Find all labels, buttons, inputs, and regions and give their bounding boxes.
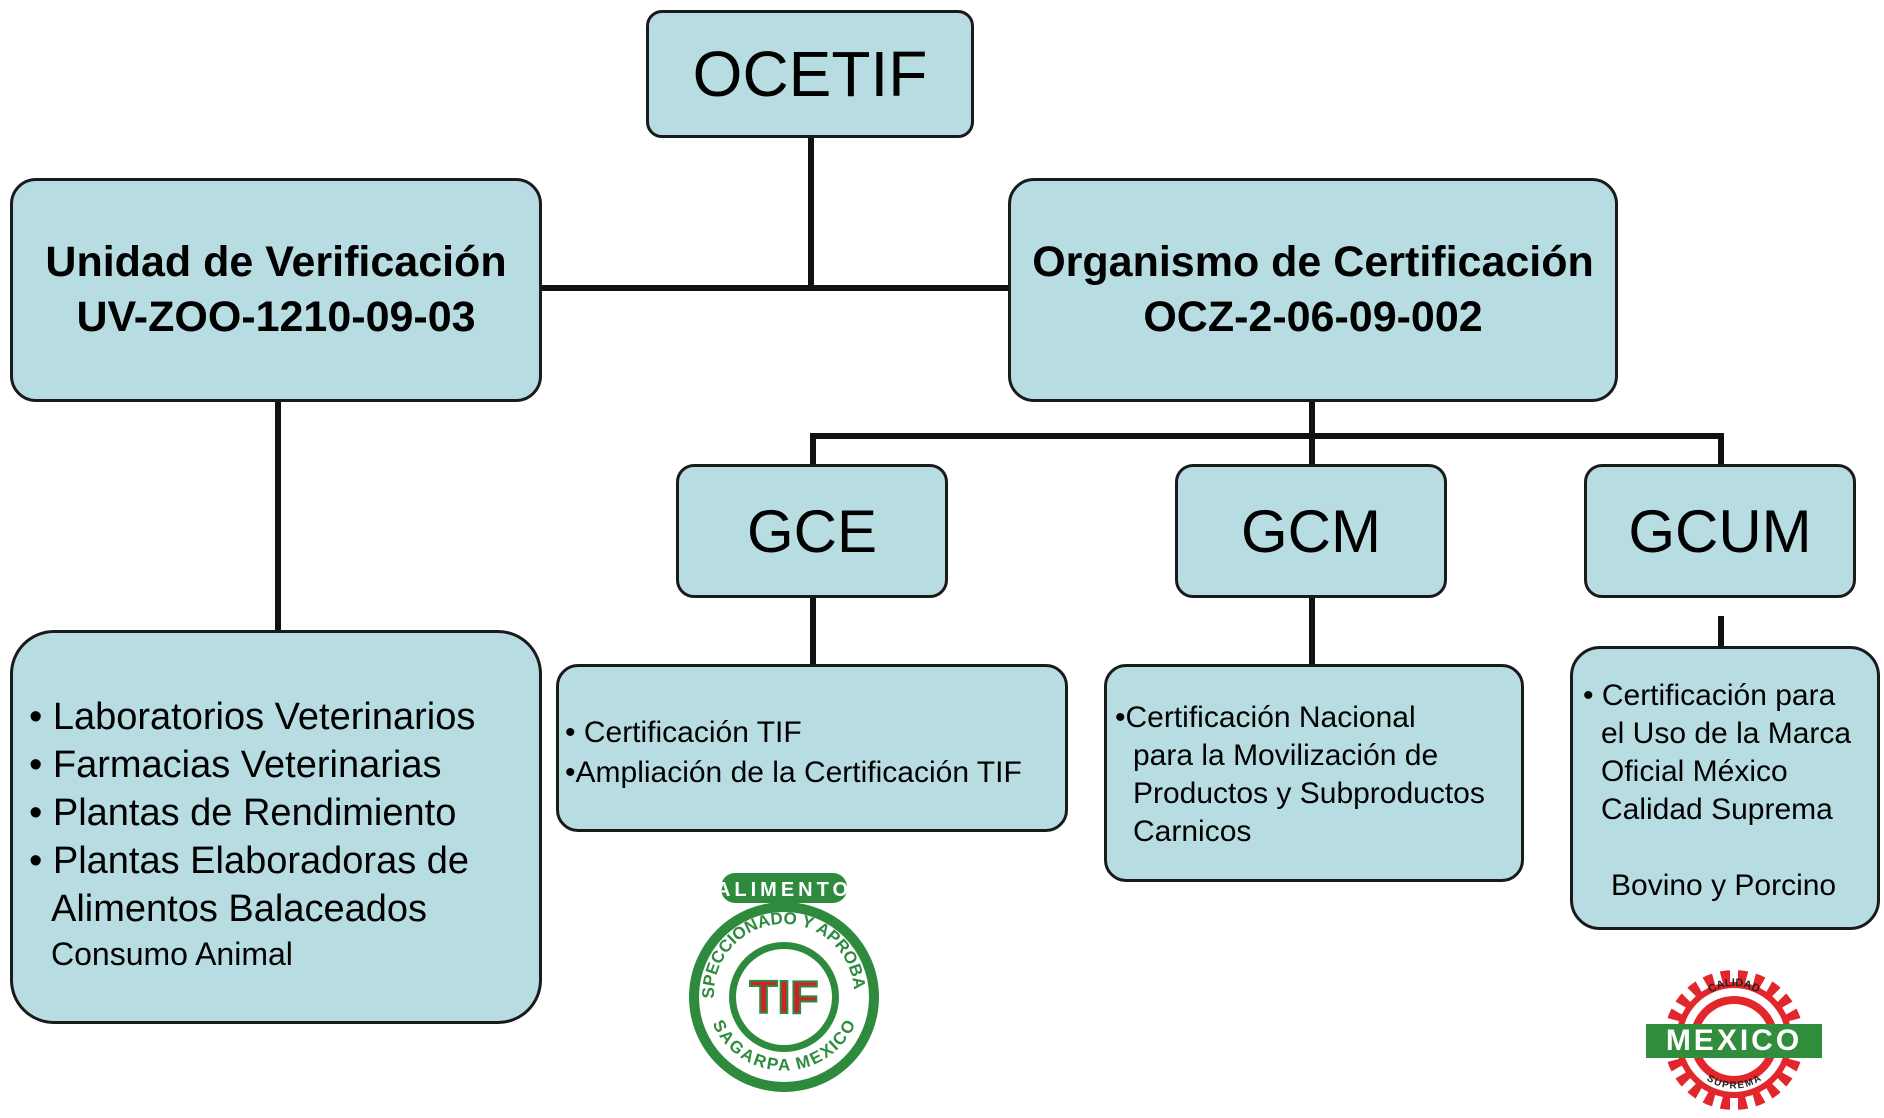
uv-box: Unidad de Verificación UV-ZOO-1210-09-03: [10, 178, 542, 402]
list-item-continuation: Alimentos Balaceados: [51, 888, 427, 930]
gcm-items-list: •Certificación Nacional para la Moviliza…: [1115, 699, 1485, 851]
connector-gcm-down: [1309, 598, 1315, 664]
gcum-items-list: • Certificación para el Uso de la Marca …: [1583, 677, 1851, 905]
connector-oc-down: [1309, 402, 1315, 438]
list-item-line: Calidad Suprema: [1601, 793, 1833, 826]
list-item: •Ampliación de la Certificación TIF: [565, 756, 1022, 789]
uv-items-list: • Laboratorios Veterinarios • Farmacias …: [29, 693, 475, 975]
connector-uv-oc: [540, 285, 1010, 291]
list-item: • Plantas de Rendimiento: [29, 792, 457, 834]
gce-box: GCE: [676, 464, 948, 598]
list-item: • Plantas Elaboradoras de: [29, 840, 470, 882]
svg-text:CALIDAD: CALIDAD: [1706, 977, 1762, 996]
gcum-box: GCUM: [1584, 464, 1856, 598]
gcum-items-box: • Certificación para el Uso de la Marca …: [1570, 646, 1880, 930]
list-item-note: Consumo Animal: [51, 936, 293, 972]
connector-branch-horizontal: [810, 433, 1724, 439]
oc-title: Organismo de Certificación: [1032, 238, 1594, 286]
list-item-line: para la Movilización de: [1133, 739, 1439, 772]
list-item-line: Carnicos: [1133, 815, 1252, 848]
uv-title: Unidad de Verificación: [45, 238, 507, 286]
gce-items-box: • Certificación TIF •Ampliación de la Ce…: [556, 664, 1068, 1092]
connector-gce-down: [810, 598, 816, 664]
connector-gcm-up: [1309, 433, 1315, 465]
oc-box: Organismo de Certificación OCZ-2-06-09-0…: [1008, 178, 1618, 402]
uv-items-box: • Laboratorios Veterinarios • Farmacias …: [10, 630, 542, 1024]
connector-root-down: [808, 136, 814, 290]
gcm-items-box: •Certificación Nacional para la Moviliza…: [1104, 664, 1524, 882]
gcum-label: GCUM: [1628, 497, 1812, 565]
root-label: OCETIF: [692, 38, 928, 110]
gce-items-list: • Certificación TIF •Ampliación de la Ce…: [565, 713, 1022, 793]
connector-gcum-down: [1718, 616, 1724, 646]
tif-seal-icon: ALIMENTO INSPECCIONADO Y APROBADO SAGARP…: [679, 869, 879, 1092]
uv-code: UV-ZOO-1210-09-03: [76, 293, 476, 341]
svg-text:MEXICO: MEXICO: [1666, 1024, 1802, 1057]
list-item-extra: Bovino y Porcino: [1611, 869, 1837, 902]
list-item: • Certificación TIF: [565, 716, 802, 749]
list-item: • Farmacias Veterinarias: [29, 744, 442, 786]
list-item-line: • Certificación para: [1583, 679, 1836, 712]
svg-text:TIF: TIF: [750, 971, 819, 1023]
svg-text:ALIMENTO: ALIMENTO: [716, 879, 852, 901]
list-item: • Laboratorios Veterinarios: [29, 696, 476, 738]
gcm-box: GCM: [1175, 464, 1447, 598]
connector-gcum-up: [1718, 433, 1724, 465]
gce-label: GCE: [746, 497, 878, 565]
mexico-calidad-suprema-icon: CALIDAD SUPREMA MEXICO: [1646, 968, 1822, 1112]
connector-gce-up: [810, 433, 816, 465]
list-item-line: Oficial México: [1601, 755, 1788, 788]
list-item-line: •Certificación Nacional: [1115, 701, 1416, 734]
list-item-line: el Uso de la Marca: [1601, 717, 1852, 750]
list-item-line: Productos y Subproductos: [1133, 777, 1485, 810]
root-box: OCETIF: [646, 10, 974, 138]
gcm-label: GCM: [1241, 497, 1381, 565]
connector-uv-down: [275, 402, 281, 632]
oc-code: OCZ-2-06-09-002: [1143, 293, 1483, 341]
